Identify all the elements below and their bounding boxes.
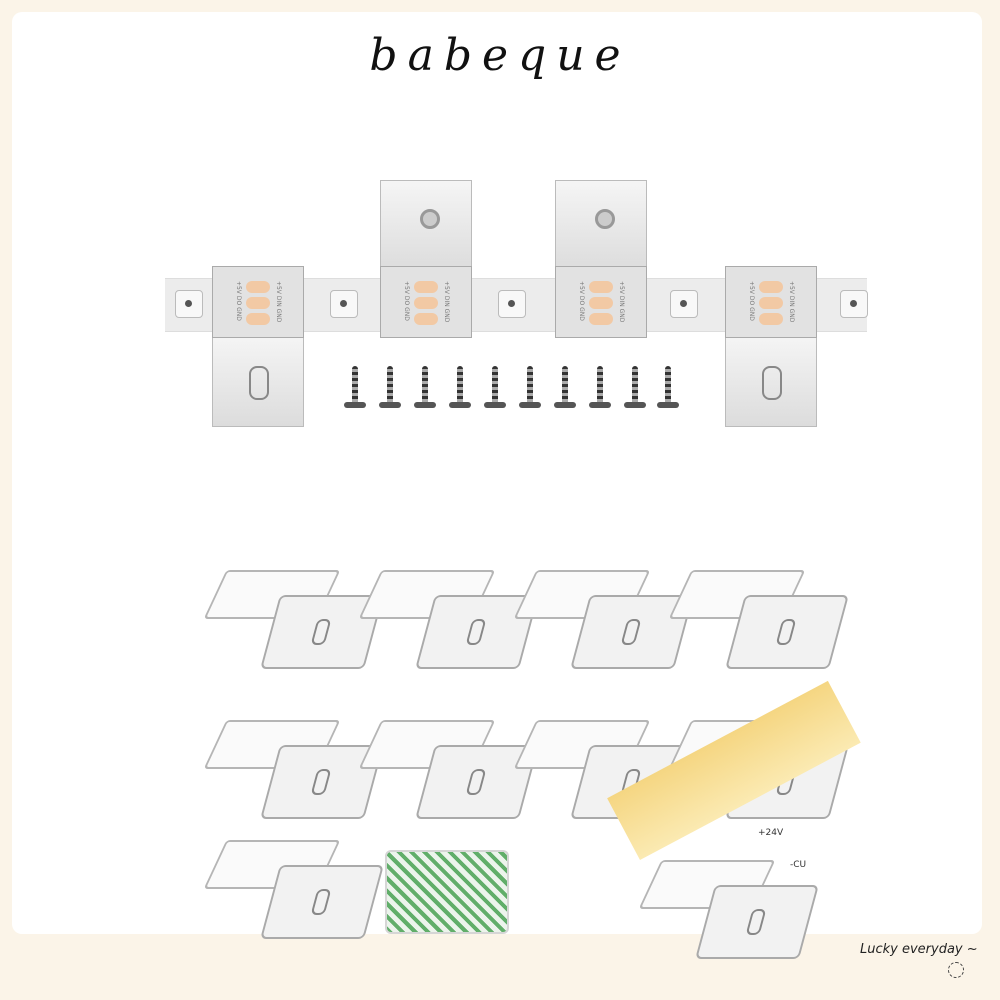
led-chip xyxy=(498,290,526,318)
mounting-clip xyxy=(203,840,384,940)
led-chip xyxy=(840,290,868,318)
pin-label: +5V DO GND xyxy=(403,281,410,321)
connector-cover xyxy=(725,335,817,427)
screw-hole xyxy=(595,209,615,229)
connector-cover xyxy=(380,180,472,272)
cob-label: +24V xyxy=(758,828,784,838)
screw-hole xyxy=(420,209,440,229)
screw xyxy=(379,366,401,408)
screw-slot xyxy=(249,366,269,400)
adhesive-tape-clip xyxy=(385,850,509,934)
connector-cover xyxy=(555,180,647,272)
led-chip xyxy=(175,290,203,318)
mounting-clip xyxy=(203,570,384,670)
pin-label: +5V DO GND xyxy=(578,281,585,321)
mounting-clip xyxy=(513,570,694,670)
pin-label: +5V DIN GND xyxy=(275,281,282,323)
strip-connector: +5V DO GND +5V DIN GND xyxy=(212,266,304,338)
strip-connector: +5V DO GND +5V DIN GND xyxy=(555,266,647,338)
pin-label: +5V DIN GND xyxy=(443,281,450,323)
mounting-clip xyxy=(638,860,819,960)
pin-label: +5V DO GND xyxy=(748,281,755,321)
screw-slot xyxy=(762,366,782,400)
screw xyxy=(414,366,436,408)
connector-cover xyxy=(212,335,304,427)
screw xyxy=(484,366,506,408)
screw xyxy=(344,366,366,408)
screw xyxy=(624,366,646,408)
pin-label: +5V DIN GND xyxy=(618,281,625,323)
led-chip xyxy=(670,290,698,318)
pin-label: +5V DIN GND xyxy=(788,281,795,323)
strip-connector: +5V DO GND +5V DIN GND xyxy=(725,266,817,338)
mounting-clip xyxy=(358,720,539,820)
mounting-clip xyxy=(203,720,384,820)
screw xyxy=(657,366,679,408)
led-chip xyxy=(330,290,358,318)
mounting-clip xyxy=(358,570,539,670)
brand-logo: babeque xyxy=(369,30,631,81)
mounting-clip xyxy=(668,570,849,670)
pin-label: +5V DO GND xyxy=(235,281,242,321)
tagline: Lucky everyday ~ xyxy=(860,942,978,957)
screw xyxy=(589,366,611,408)
strip-connector: +5V DO GND +5V DIN GND xyxy=(380,266,472,338)
screw xyxy=(519,366,541,408)
screw xyxy=(449,366,471,408)
smiley-icon xyxy=(948,962,964,978)
cob-label: -CU xyxy=(790,860,807,870)
screw xyxy=(554,366,576,408)
